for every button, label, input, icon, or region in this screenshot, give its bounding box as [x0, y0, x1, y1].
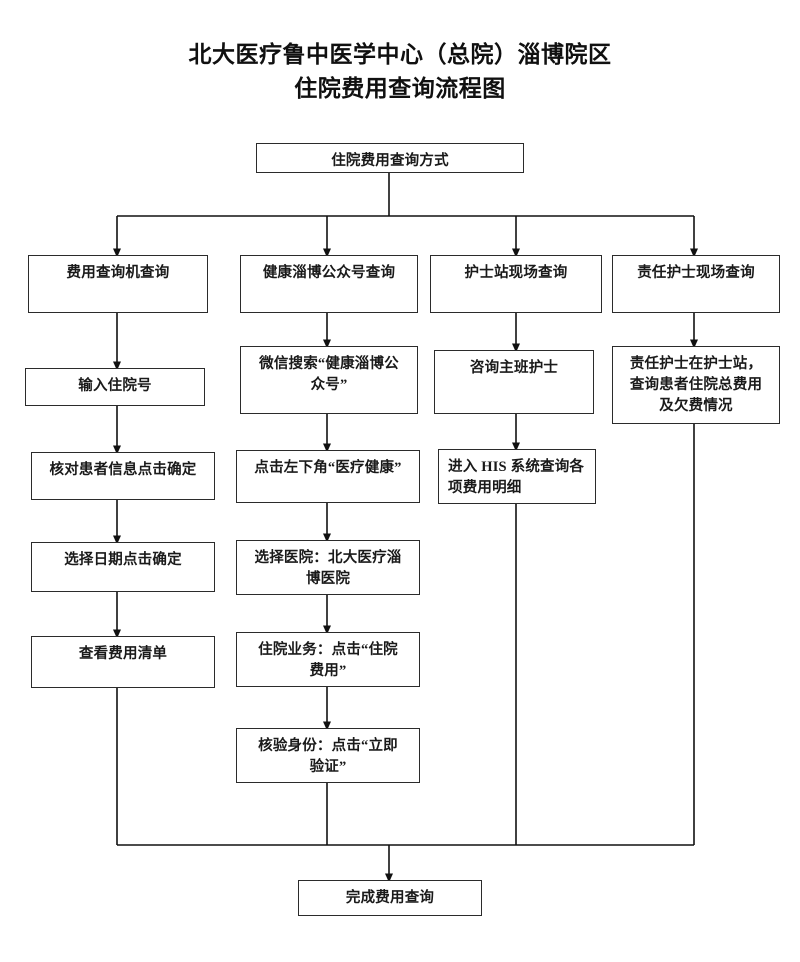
- node-col1-branch[interactable]: 费用查询机查询: [28, 255, 208, 313]
- node-col4-step1[interactable]: 责任护士在护士站， 查询患者住院总费用 及欠费情况: [612, 346, 780, 424]
- node-col2-step2[interactable]: 点击左下角“医疗健康”: [236, 450, 420, 503]
- node-col4-step1-label: 责任护士在护士站， 查询患者住院总费用 及欠费情况: [629, 356, 763, 414]
- node-start-label: 住院费用查询方式: [331, 153, 449, 169]
- node-col2-branch[interactable]: 健康淄博公众号查询: [240, 255, 418, 313]
- node-col2-step4[interactable]: 住院业务：点击“住院 费用”: [236, 632, 420, 687]
- node-col2-step1[interactable]: 微信搜索“健康淄博公 众号”: [240, 346, 418, 414]
- node-col3-step1[interactable]: 咨询主班护士: [434, 350, 594, 414]
- node-col1-step2-label: 核对患者信息点击确定: [49, 462, 197, 478]
- node-end-label: 完成费用查询: [345, 890, 435, 906]
- title-line-2: 住院费用查询流程图: [294, 76, 506, 101]
- node-col1-step1[interactable]: 输入住院号: [25, 368, 205, 406]
- node-col2-step4-label: 住院业务：点击“住院 费用”: [258, 642, 398, 679]
- node-col3-step2[interactable]: 进入 HIS 系统查询各 项费用明细: [438, 449, 596, 504]
- node-col3-branch-label: 护士站现场查询: [464, 265, 568, 281]
- node-col1-step3[interactable]: 选择日期点击确定: [31, 542, 215, 592]
- node-col2-step5[interactable]: 核验身份：点击“立即 验证”: [236, 728, 420, 783]
- node-col2-step3[interactable]: 选择医院：北大医疗淄 博医院: [236, 540, 420, 595]
- node-col2-branch-label: 健康淄博公众号查询: [262, 265, 396, 281]
- node-col4-branch-label: 责任护士现场查询: [637, 265, 755, 281]
- node-col2-step1-label: 微信搜索“健康淄博公 众号”: [259, 356, 399, 393]
- node-end[interactable]: 完成费用查询: [298, 880, 482, 916]
- node-col1-step1-label: 输入住院号: [78, 378, 152, 394]
- page-title: 北大医疗鲁中医学中心（总院）淄博院区 住院费用查询流程图: [0, 38, 800, 106]
- node-col3-step2-label: 进入 HIS 系统查询各 项费用明细: [448, 459, 585, 496]
- node-col3-step1-label: 咨询主班护士: [469, 360, 559, 376]
- node-col2-step2-label: 点击左下角“医疗健康”: [254, 460, 402, 476]
- node-col2-step5-label: 核验身份：点击“立即 验证”: [258, 738, 398, 775]
- title-line-1: 北大医疗鲁中医学中心（总院）淄博院区: [188, 42, 612, 67]
- node-col3-branch[interactable]: 护士站现场查询: [430, 255, 602, 313]
- node-col1-step4-label: 查看费用清单: [78, 646, 168, 662]
- node-col1-branch-label: 费用查询机查询: [66, 265, 170, 281]
- node-col1-step3-label: 选择日期点击确定: [64, 552, 182, 568]
- node-start[interactable]: 住院费用查询方式: [256, 143, 524, 173]
- node-col4-branch[interactable]: 责任护士现场查询: [612, 255, 780, 313]
- node-col1-step2[interactable]: 核对患者信息点击确定: [31, 452, 215, 500]
- node-col2-step3-label: 选择医院：北大医疗淄 博医院: [254, 550, 402, 587]
- node-col1-step4[interactable]: 查看费用清单: [31, 636, 215, 688]
